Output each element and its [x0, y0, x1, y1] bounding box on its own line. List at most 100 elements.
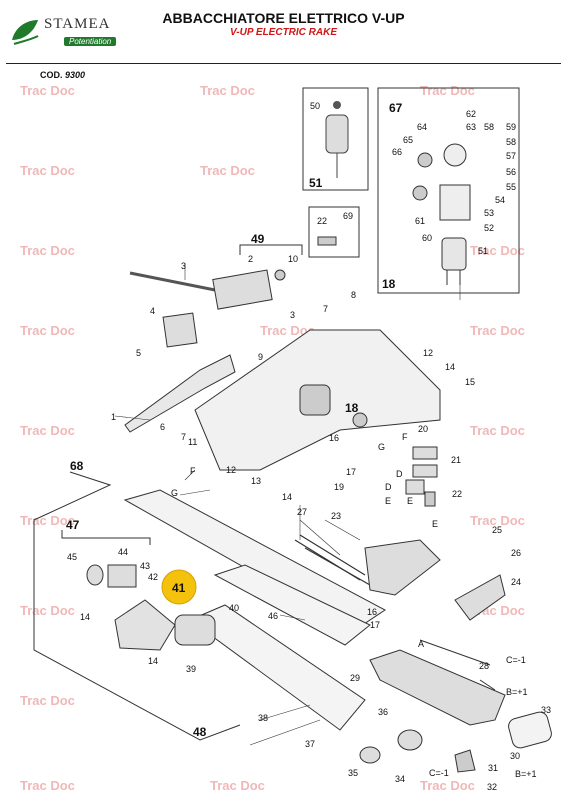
- callout-7: 7: [323, 304, 328, 314]
- watermark: Trac Doc: [420, 83, 475, 98]
- callout-46: 46: [268, 611, 278, 621]
- block-4: [162, 312, 198, 348]
- callout-F: F: [402, 432, 408, 442]
- callout-32: 32: [487, 782, 497, 792]
- code-label: COD.: [40, 70, 63, 80]
- callout-D2: D: [396, 469, 403, 479]
- bearing-50: [333, 101, 341, 109]
- callout-62: 62: [466, 109, 476, 119]
- callout-15: 15: [465, 377, 475, 387]
- bracket-49: [239, 244, 303, 255]
- callout-G2: G: [171, 488, 178, 498]
- page-subtitle: V-UP ELECTRIC RAKE: [229, 27, 338, 38]
- leaf-icon: [12, 20, 39, 45]
- watermark: Trac Doc: [20, 243, 75, 258]
- brand-logo: STAMEA Potentiation: [8, 14, 118, 54]
- callout-19: 19: [334, 482, 344, 492]
- callout-55: 55: [506, 182, 516, 192]
- callout-C2: C=-1: [429, 768, 449, 778]
- callout-65: 65: [403, 135, 413, 145]
- watermark: Trac Doc: [470, 513, 525, 528]
- watermark: Trac Doc: [20, 423, 75, 438]
- coupler-39: [174, 614, 216, 646]
- callout-49: 49: [251, 232, 265, 246]
- callout-5: 5: [136, 348, 141, 358]
- callout-12b: 12: [226, 465, 236, 475]
- callout-E2: E: [432, 519, 438, 529]
- callout-51b: 51: [478, 246, 488, 256]
- callout-3: 3: [181, 261, 186, 271]
- bracket-31: [454, 749, 476, 773]
- product-code: COD. 9300: [40, 70, 85, 80]
- callout-9: 9: [258, 352, 263, 362]
- callout-69: 69: [343, 211, 353, 221]
- callout-B2: B=+1: [515, 769, 537, 779]
- callout-68: 68: [70, 459, 84, 473]
- code-value: 9300: [65, 70, 86, 80]
- watermark: Trac Doc: [20, 323, 75, 338]
- gear-63: [443, 143, 467, 167]
- callout-8: 8: [351, 290, 356, 300]
- callout-27: 27: [297, 507, 307, 517]
- callout-67: 67: [389, 101, 403, 115]
- callout-52: 52: [484, 223, 494, 233]
- gear-61: [412, 185, 428, 201]
- callout-35: 35: [348, 768, 358, 778]
- callout-22: 22: [317, 216, 327, 226]
- callout-58b: 58: [506, 137, 516, 147]
- tube-27: [123, 489, 386, 631]
- callout-E3: E: [407, 496, 413, 506]
- watermark: Trac Doc: [470, 423, 525, 438]
- callout-18b: 18: [345, 401, 359, 415]
- handle-1: [124, 354, 236, 433]
- callout-34: 34: [395, 774, 405, 784]
- callout-54: 54: [495, 195, 505, 205]
- watermark: Trac Doc: [20, 163, 75, 178]
- bracket-53: [439, 184, 471, 221]
- callout-6: 6: [160, 422, 165, 432]
- callout-B: B=+1: [506, 687, 528, 697]
- callout-14: 14: [445, 362, 455, 372]
- motor-18: [299, 384, 331, 416]
- callout-20: 20: [418, 424, 428, 434]
- callout-56: 56: [506, 167, 516, 177]
- callout-13: 13: [251, 476, 261, 486]
- watermark: Trac Doc: [210, 778, 265, 793]
- cable-28: [419, 639, 491, 666]
- callout-51: 51: [309, 176, 323, 190]
- callout-A: A: [418, 639, 424, 649]
- callout-64: 64: [417, 122, 427, 132]
- callout-11: 11: [188, 437, 197, 447]
- callout-41: 41: [172, 581, 186, 595]
- callout-17: 17: [346, 467, 356, 477]
- callout-21: 21: [451, 455, 461, 465]
- tube-46: [213, 564, 371, 646]
- watermark: Trac Doc: [20, 693, 75, 708]
- box-22-69: [308, 206, 360, 258]
- housing-16: [364, 539, 441, 596]
- callout-C: C=-1: [506, 655, 526, 665]
- box-67: [377, 87, 520, 294]
- callout-50: 50: [310, 101, 320, 111]
- watermark: Trac Doc: [20, 83, 75, 98]
- callout-G: G: [378, 442, 385, 452]
- callout-25: 25: [492, 525, 502, 535]
- callout-23: 23: [331, 511, 341, 521]
- callout-12: 12: [423, 348, 433, 358]
- callout-22b: 22: [452, 489, 462, 499]
- callout-66: 66: [392, 147, 402, 157]
- callout-61: 61: [415, 216, 425, 226]
- callout-28: 28: [479, 661, 489, 671]
- callout-16: 16: [329, 433, 339, 443]
- comb-29: [369, 649, 506, 726]
- callout-2: 2: [248, 254, 253, 264]
- callout-40: 40: [229, 603, 239, 613]
- spring-23: [294, 534, 371, 586]
- callout-63: 63: [466, 122, 476, 132]
- header-divider: [6, 63, 561, 64]
- gear-65: [417, 152, 433, 168]
- callout-24: 24: [511, 577, 521, 587]
- callout-37: 37: [305, 739, 315, 749]
- callout-30: 30: [510, 751, 520, 761]
